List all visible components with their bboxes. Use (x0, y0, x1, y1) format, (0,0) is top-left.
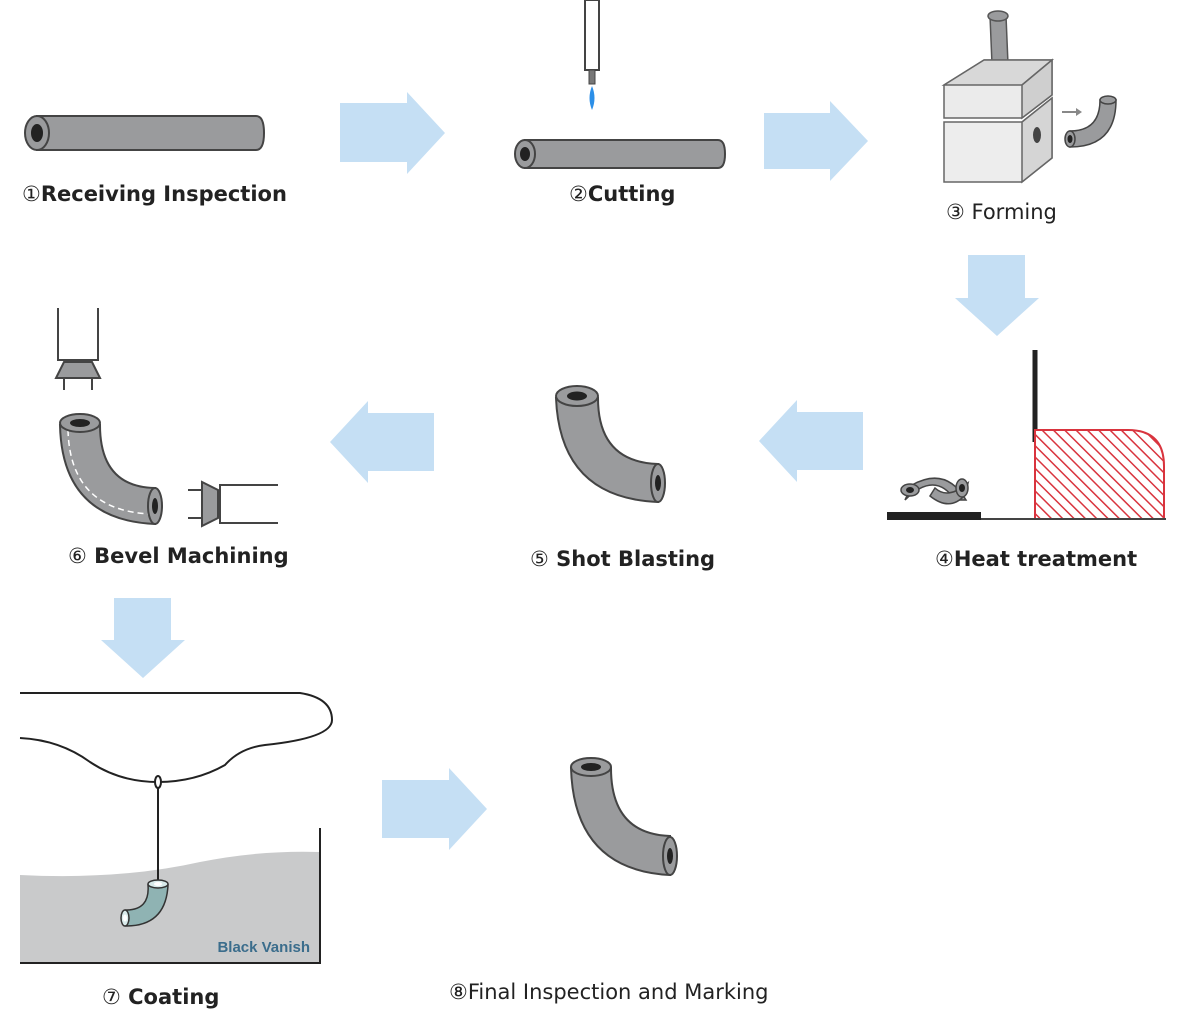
shot-blasted-elbow-icon (554, 385, 666, 504)
step-3-number: ③ (946, 200, 965, 224)
cutting-torch-icon (584, 0, 600, 110)
flow-arrow-right-2 (764, 101, 868, 181)
flow-arrow-right-1 (340, 92, 445, 174)
step-4-text: Heat treatment (953, 547, 1138, 571)
step-5-label: ⑤ Shot Blasting (530, 547, 715, 571)
step-4-label: ④Heat treatment (935, 547, 1137, 571)
elbow-in-furnace-icon (900, 477, 970, 505)
flow-arrow-left-2 (330, 401, 434, 483)
flow-arrow-down-2 (101, 598, 185, 678)
flow-arrow-right-3 (382, 768, 487, 850)
straight-pipe-icon (24, 115, 266, 151)
step-3-text: Forming (964, 200, 1057, 224)
coating-bath-icon (19, 692, 334, 964)
bevel-tool-top-icon (54, 308, 102, 390)
step-1-number: ① (22, 182, 41, 206)
step-7-number: ⑦ (102, 985, 121, 1009)
step-6-number: ⑥ (68, 544, 87, 568)
cut-pipe-icon (514, 139, 727, 169)
final-elbow-icon (569, 757, 678, 877)
step-2-label: ②Cutting (569, 182, 675, 206)
forming-press-icon (941, 10, 1117, 184)
step-1-text: Receiving Inspection (40, 182, 287, 206)
furnace-icon (887, 350, 1166, 520)
bevel-tool-side-icon (188, 480, 278, 528)
step-8-number: ⑧ (449, 980, 468, 1004)
step-2-text: Cutting (587, 182, 676, 206)
coating-bath-label: Black Vanish (217, 939, 310, 956)
step-6-text: Bevel Machining (86, 544, 289, 568)
step-5-text: Shot Blasting (548, 547, 716, 571)
step-8-text: Final Inspection and Marking (467, 980, 769, 1004)
step-5-number: ⑤ (530, 547, 549, 571)
step-4-number: ④ (935, 547, 954, 571)
flow-arrow-down-1 (955, 255, 1039, 336)
step-6-label: ⑥ Bevel Machining (68, 544, 289, 568)
step-3-label: ③ Forming (946, 200, 1057, 224)
step-1-label: ①Receiving Inspection (22, 182, 287, 206)
step-7-text: Coating (120, 985, 220, 1009)
step-8-label: ⑧Final Inspection and Marking (449, 980, 768, 1004)
step-2-number: ② (569, 182, 588, 206)
flow-arrow-left-1 (759, 400, 863, 482)
coated-elbow-icon (120, 879, 169, 927)
step-7-label: ⑦ Coating (102, 985, 219, 1009)
machined-elbow-icon (58, 413, 163, 526)
